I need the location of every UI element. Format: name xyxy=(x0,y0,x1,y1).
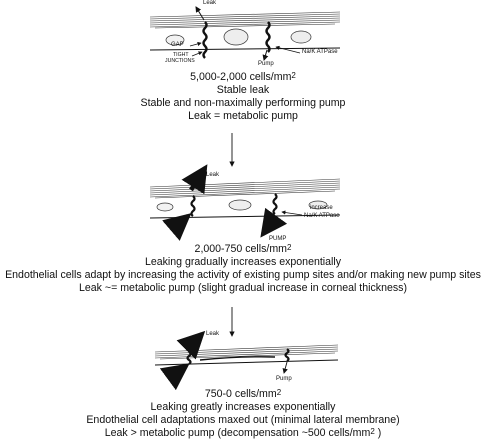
stage1-gap-pointer xyxy=(189,41,202,47)
stage1-cell-bottom-line xyxy=(149,47,341,51)
stage3-leak-arrow xyxy=(176,330,206,360)
stage1-caption: 5,000-2,000 cells/mm2 Stable leak Stable… xyxy=(0,71,486,123)
stage1-pump-arrow xyxy=(262,49,269,61)
stage3-cell-bottom-line xyxy=(154,359,339,366)
stage2-line-1: Leaking gradually increases exponentiall… xyxy=(144,256,342,268)
stage1-density: 5,000-2,000 cells/mm2 xyxy=(190,71,296,83)
stage2-leak-in-arrow xyxy=(162,213,192,241)
stage3-density: 750-0 cells/mm2 xyxy=(204,388,282,400)
stage3-leak-in-arrow xyxy=(159,363,190,391)
stage2-line-2: Endothelial cells adapt by increasing th… xyxy=(5,269,481,281)
stage1-nucleus-1 xyxy=(165,34,185,46)
stage1-gap-label: GAP xyxy=(171,42,184,48)
stage3-junction-right xyxy=(284,348,290,362)
stage1-atpase-label: Na/K ATPase xyxy=(302,49,338,55)
stage1-line-1: Stable leak xyxy=(216,84,270,96)
stage2-junction-left xyxy=(190,195,196,217)
stage2-nucleus-2 xyxy=(228,199,252,211)
stage1-leak-arrow xyxy=(195,6,205,21)
stage3-line-3: Leak > metabolic pump (decompensation ~5… xyxy=(104,427,382,439)
stage3-caption: 750-0 cells/mm2 Leaking greatly increase… xyxy=(0,388,486,440)
stage3-thin-cell xyxy=(199,356,276,361)
stage3-illustration xyxy=(154,330,339,391)
stage1-pump-label: Pump xyxy=(258,61,274,67)
stage2-nucleus-1 xyxy=(156,202,174,212)
stage2-pump-label: PUMP xyxy=(269,236,287,242)
stage2-descemet-layer xyxy=(149,178,341,199)
stage2-leak-arrow xyxy=(181,164,208,195)
stage2-atpase-label: Na/K ATPase xyxy=(304,213,340,219)
stage2-density: 2,000-750 cells/mm2 xyxy=(194,243,292,255)
stage2-caption: 2,000-750 cells/mm2 Leaking gradually in… xyxy=(0,243,486,295)
stage2-pump-arrow xyxy=(260,207,288,238)
stage2-illustration xyxy=(149,164,341,241)
stage2-junction-right xyxy=(272,193,278,215)
stage1-line-3: Leak = metabolic pump xyxy=(188,110,298,122)
stage1-junction-right xyxy=(265,21,271,53)
stage1-tight-label: TIGHT xyxy=(173,52,189,58)
stage2-line-3: Leak ~= metabolic pump (slight gradual i… xyxy=(79,282,407,294)
stage1-junction-left xyxy=(202,21,208,59)
stage3-pump-arrow xyxy=(282,361,288,374)
stage3-line-2: Endothelial cell adaptations maxed out (… xyxy=(86,414,400,426)
stage3-line-1: Leaking greatly increases exponentially xyxy=(150,401,336,413)
stage2-nucleus-3 xyxy=(308,200,328,210)
stage1-illustration xyxy=(149,6,341,61)
stage2-increase-label: increase xyxy=(310,205,333,211)
stage1-nucleus-3 xyxy=(290,30,312,44)
stage1-line-2: Stable and non-maximally performing pump xyxy=(140,97,346,109)
stage3-leak-label: Leak xyxy=(206,331,220,337)
stage1-tj-pointer xyxy=(191,51,203,57)
stage2-leak-label: Leak xyxy=(206,172,220,178)
stage1-descemet-layer xyxy=(149,11,341,29)
stage1-junctions-label: JUNCTIONS xyxy=(165,58,195,64)
stage1-nucleus-2 xyxy=(223,28,249,46)
stage3-pump-label: Pump xyxy=(276,376,292,382)
stage1-leak-label: Leak xyxy=(203,0,217,6)
stage2-atpase-pointer xyxy=(281,210,303,216)
stage1-atpase-pointer xyxy=(275,45,301,54)
